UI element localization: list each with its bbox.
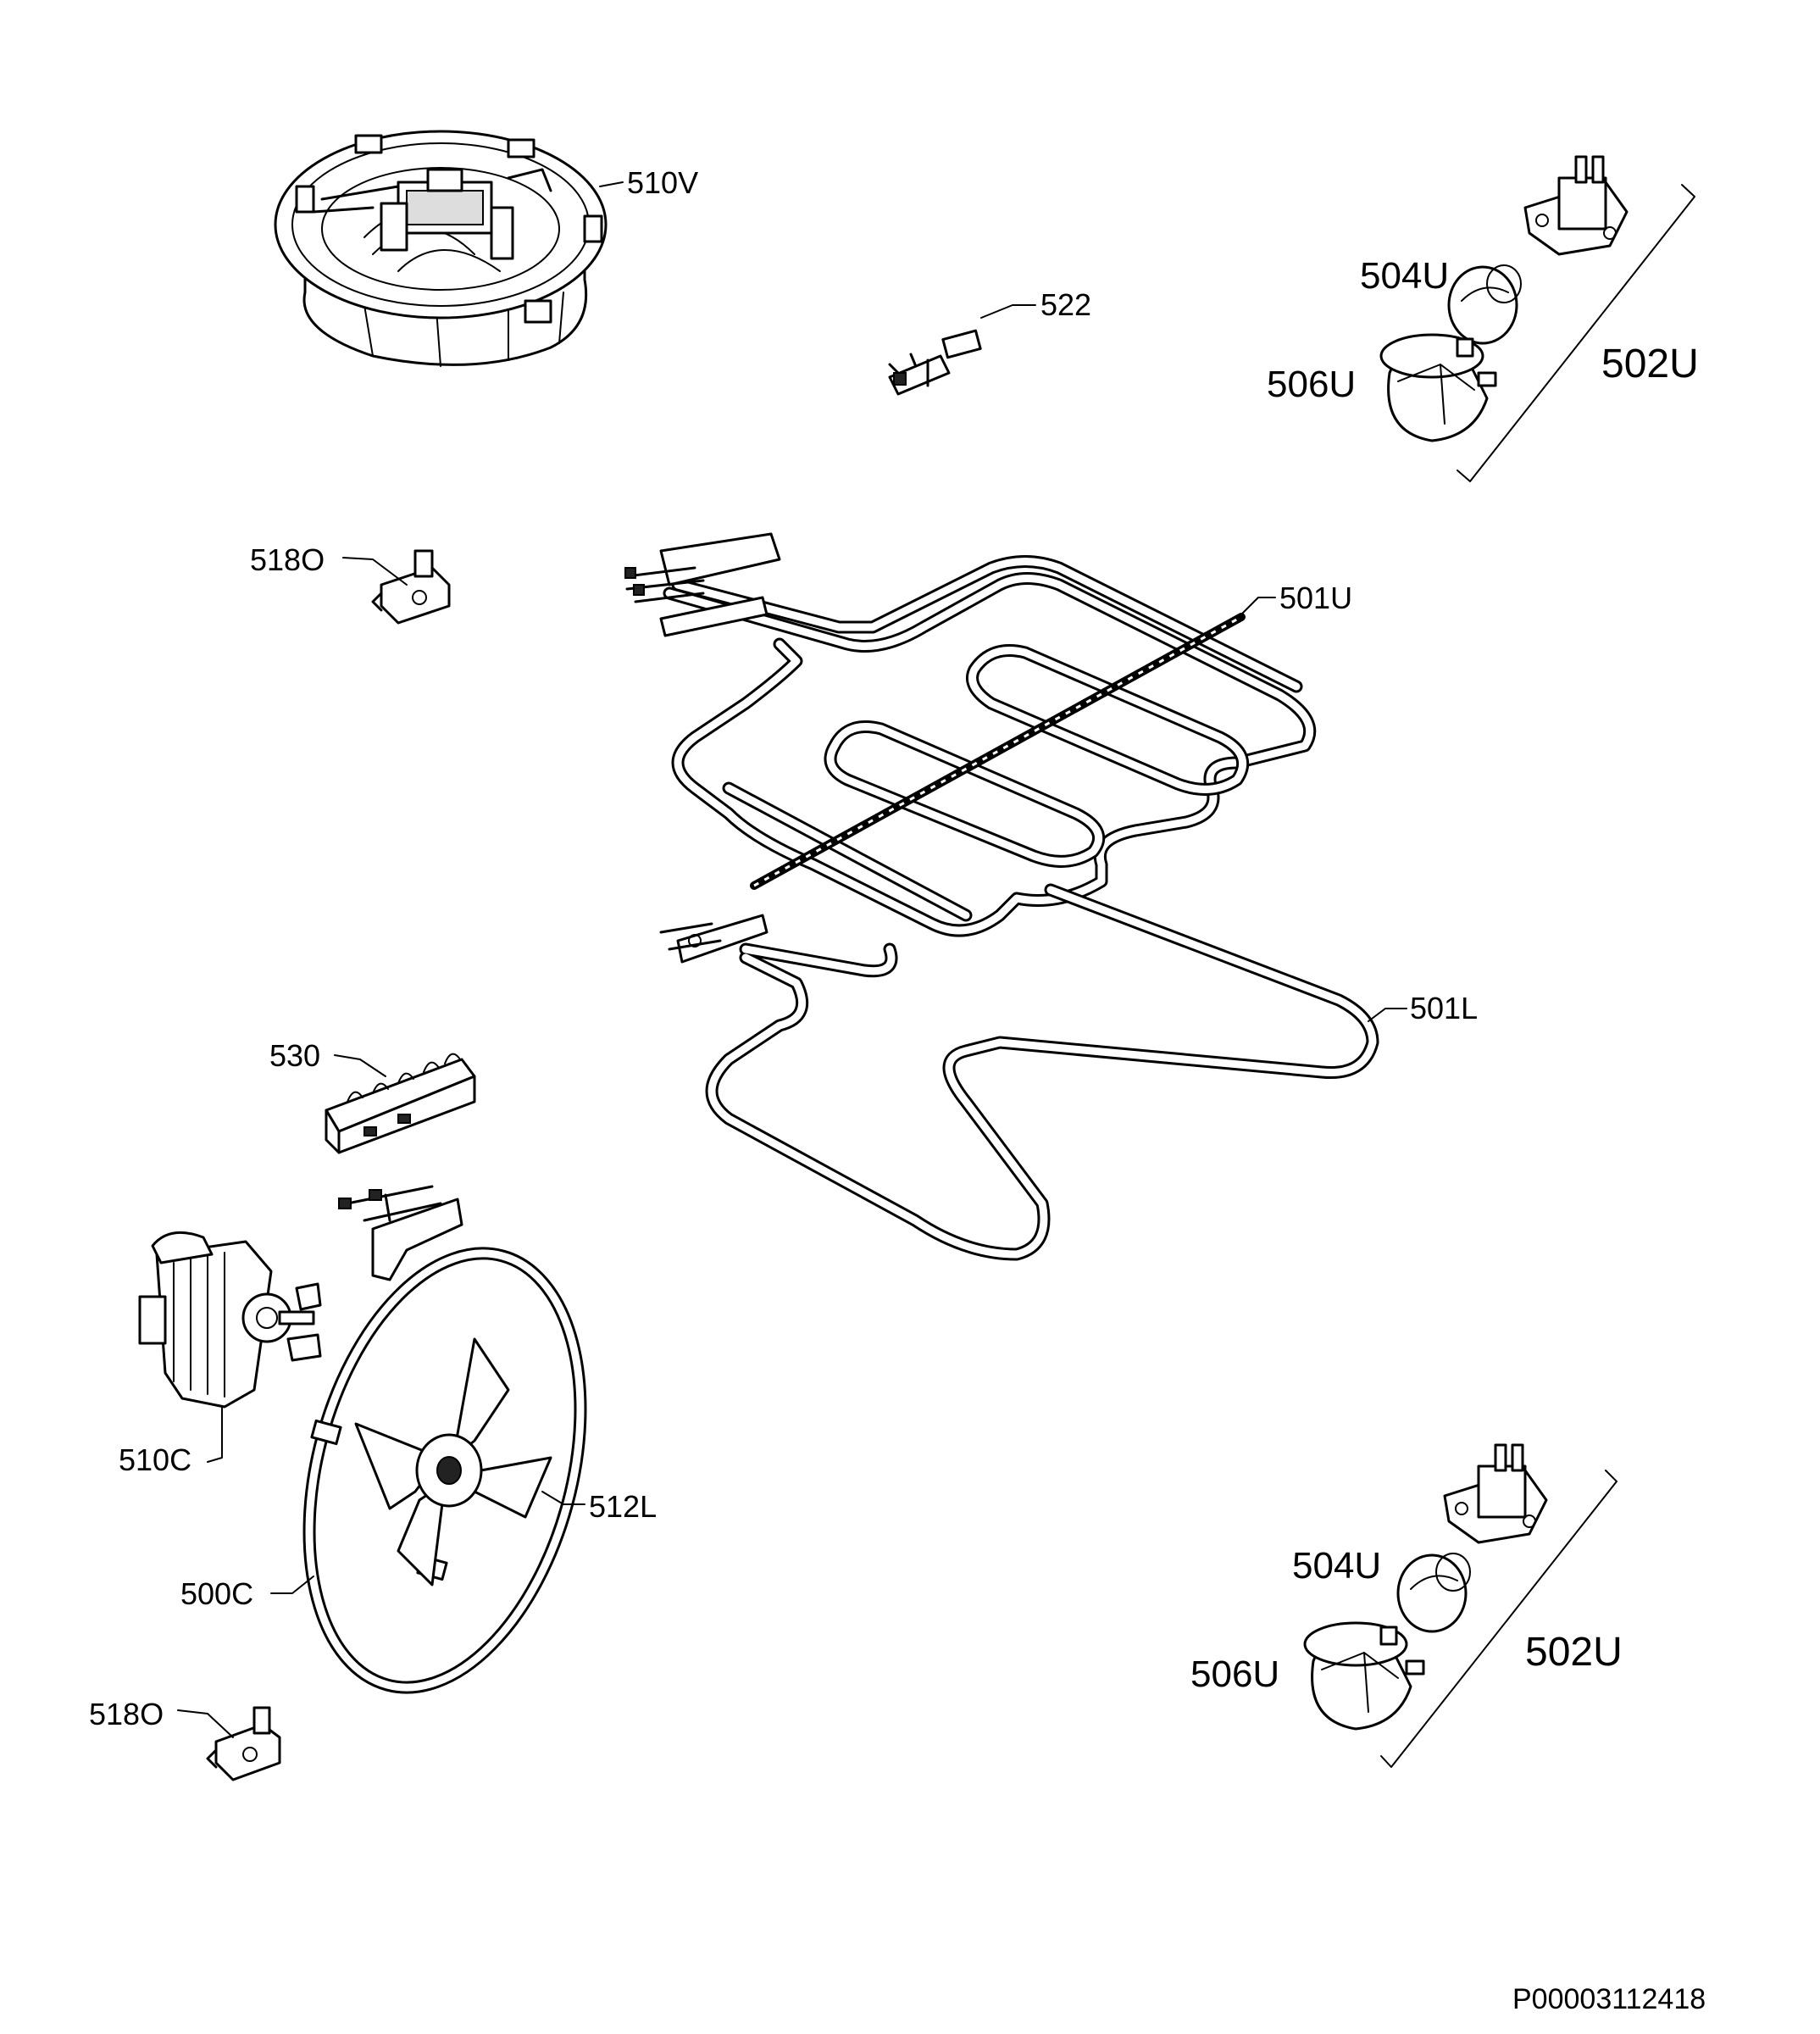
leader-500C: [270, 1576, 314, 1594]
part-518O-bracket-top[interactable]: [371, 549, 451, 625]
label-502U-bottom: 502U: [1525, 1630, 1623, 1675]
leader-510V: [599, 181, 624, 187]
label-530: 530: [269, 1038, 320, 1073]
label-501L: 501L: [1410, 991, 1478, 1025]
label-504U-top: 504U: [1360, 255, 1449, 297]
label-522: 522: [1040, 287, 1091, 322]
label-510V: 510V: [627, 165, 698, 200]
label-512L: 512L: [589, 1489, 657, 1524]
leader-501L: [1368, 1008, 1407, 1022]
label-518O-top: 518O: [250, 542, 325, 577]
part-lamp-holder-bottom[interactable]: [1443, 1443, 1548, 1544]
part-518O-bracket-bottom[interactable]: [206, 1706, 281, 1781]
part-506U-lamp-bottom[interactable]: [1303, 1621, 1425, 1731]
leader-522: [980, 304, 1036, 319]
label-501U: 501U: [1279, 581, 1352, 615]
leader-501U: [1240, 597, 1276, 615]
part-lamp-holder-top[interactable]: [1523, 155, 1629, 256]
leader-512L: [541, 1491, 585, 1505]
part-500C-ring-element[interactable]: [264, 1185, 624, 1718]
bracket-502U-top: [1457, 184, 1695, 482]
part-506U-lamp-top[interactable]: [1379, 333, 1497, 442]
bracket-502U-bottom: [1380, 1470, 1617, 1768]
leader-518O-top: [342, 557, 408, 586]
part-504U-glass-cover-top[interactable]: [1447, 264, 1522, 345]
label-504U-bottom: 504U: [1292, 1545, 1381, 1587]
part-510V-fan-housing[interactable]: [274, 130, 608, 367]
label-518O-bottom: 518O: [89, 1697, 164, 1731]
part-512L-fan-blade[interactable]: [354, 1337, 552, 1587]
leader-530: [334, 1054, 386, 1077]
drawing-number: P00003112418: [1512, 1983, 1706, 2015]
part-522-connector[interactable]: [888, 329, 982, 396]
leader-518O-bottom: [177, 1709, 234, 1738]
part-530-terminal-block[interactable]: [325, 1053, 476, 1154]
part-501U-grill-element[interactable]: [624, 532, 1317, 937]
label-500C: 500C: [180, 1576, 253, 1611]
leader-510C: [207, 1406, 223, 1463]
part-510C-fan-motor[interactable]: [138, 1231, 322, 1409]
label-506U-top: 506U: [1267, 364, 1356, 405]
label-506U-bottom: 506U: [1190, 1653, 1279, 1695]
label-510C: 510C: [119, 1442, 191, 1477]
part-504U-glass-cover-bottom[interactable]: [1396, 1553, 1471, 1633]
part-501L-bottom-element[interactable]: [659, 883, 1379, 1261]
label-502U-top: 502U: [1601, 342, 1699, 386]
